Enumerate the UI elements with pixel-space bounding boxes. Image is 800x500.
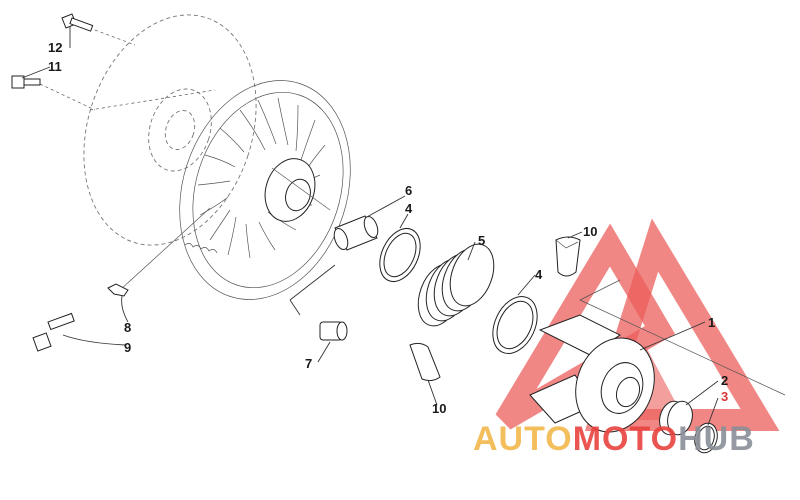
callout-2: 2 bbox=[721, 373, 728, 388]
part-12-flat-head-screw bbox=[61, 13, 136, 46]
callout-7: 7 bbox=[305, 356, 312, 371]
callout-11: 11 bbox=[48, 59, 62, 74]
callout-10-lower: 10 bbox=[432, 401, 446, 416]
callout-10-upper: 10 bbox=[583, 224, 597, 239]
part-1-helix-assembly bbox=[529, 279, 786, 433]
part-4-washer-lower bbox=[492, 296, 538, 354]
part-9-hex-bolt bbox=[32, 312, 75, 352]
fan-sheave bbox=[119, 80, 351, 316]
callout-4-upper: 4 bbox=[405, 201, 413, 216]
callout-5: 5 bbox=[478, 233, 485, 248]
leader-lines bbox=[21, 26, 719, 426]
part-2-bearing bbox=[659, 400, 693, 436]
part-8-clip bbox=[107, 283, 129, 297]
callout-9: 9 bbox=[124, 340, 131, 355]
callout-8: 8 bbox=[124, 320, 131, 335]
part-11-hex-bolt bbox=[11, 75, 96, 111]
watermark-part-moto: MOTO bbox=[573, 420, 678, 458]
callout-3: 3 bbox=[721, 389, 728, 404]
callout-1: 1 bbox=[708, 315, 715, 330]
svg-text:AUTOMOTOHUB: AUTOMOTOHUB bbox=[473, 420, 755, 458]
callout-12: 12 bbox=[48, 40, 62, 55]
part-5-coil-spring bbox=[417, 243, 495, 327]
watermark-part-hub: HUB bbox=[678, 420, 755, 458]
callout-6: 6 bbox=[405, 183, 412, 198]
part-10-slider-lower bbox=[409, 342, 441, 382]
watermark-logo-text: AUTOMOTOHUB bbox=[473, 420, 755, 458]
part-10-slider-upper bbox=[555, 236, 581, 277]
part-3-snap-ring bbox=[694, 422, 718, 454]
part-4-washer-upper bbox=[379, 228, 421, 282]
watermark-part-auto: AUTO bbox=[473, 420, 573, 458]
callout-4-lower: 4 bbox=[535, 267, 543, 282]
sheave-rear-ghost bbox=[83, 14, 257, 246]
part-6-bushing bbox=[333, 215, 379, 251]
callout-labels: 12 11 6 4 5 10 4 1 2 3 7 10 8 9 bbox=[48, 40, 728, 416]
part-7-roller bbox=[319, 321, 348, 341]
